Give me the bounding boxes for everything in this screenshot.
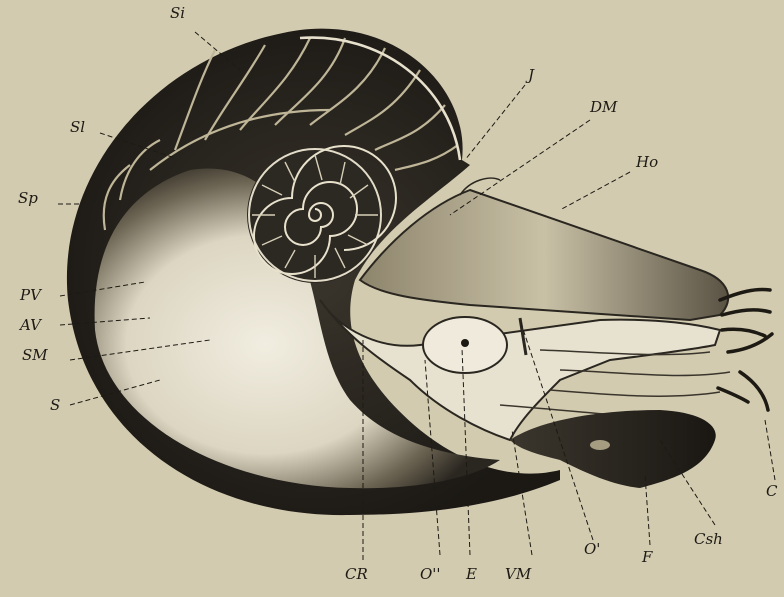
label-vm: VM (505, 567, 531, 582)
label-c: C (766, 484, 777, 499)
label-sl: Sl (70, 120, 85, 135)
label-o-double: O'' (420, 567, 441, 582)
label-o-prime: O' (584, 542, 600, 557)
label-j: J (528, 68, 534, 83)
label-ho: Ho (636, 155, 658, 170)
label-csh: Csh (694, 532, 723, 547)
label-f: F (642, 550, 652, 565)
label-dm: DM (590, 100, 617, 115)
label-av: AV (20, 318, 41, 333)
label-si: Si (170, 6, 185, 21)
label-sm: SM (22, 348, 48, 363)
label-e: E (466, 567, 477, 582)
label-s: S (50, 398, 60, 413)
label-cr: CR (345, 567, 368, 582)
label-sp: Sp (18, 191, 38, 206)
label-pv: PV (20, 288, 41, 303)
